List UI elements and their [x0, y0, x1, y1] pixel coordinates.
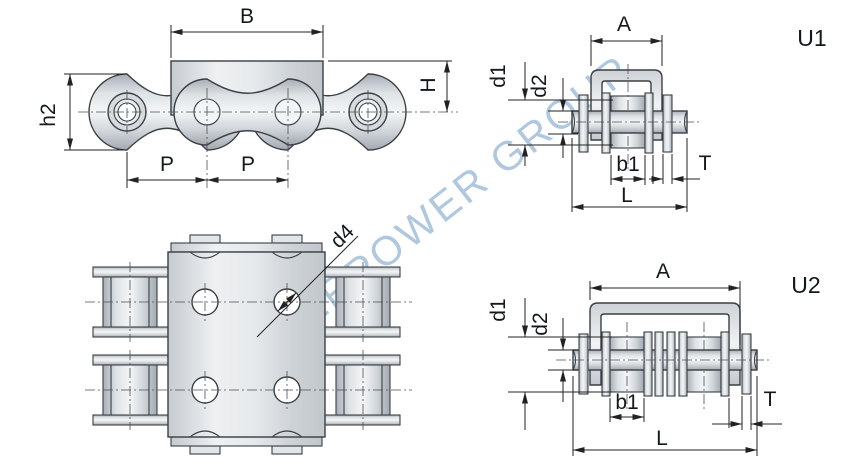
dim-label-T: T — [699, 152, 712, 175]
dim-label-b1: b1 — [615, 391, 638, 414]
dim-label-T: T — [764, 388, 777, 411]
dim-label-B: B — [240, 5, 254, 28]
u1-attachment-view: A d1 d2 b1 T — [487, 13, 827, 212]
dim-label-d2: d2 — [529, 312, 552, 335]
dim-label-H: H — [417, 77, 440, 92]
dim-label-d2: d2 — [528, 74, 551, 97]
view-title-u2: U2 — [791, 272, 820, 298]
dim-label-d4: d4 — [326, 220, 359, 253]
dim-label-d1: d1 — [487, 64, 510, 87]
left-rollers — [92, 266, 169, 426]
dim-label-b1: b1 — [616, 153, 639, 176]
dim-label-L: L — [621, 184, 633, 207]
dim-label-P-left: P — [160, 153, 174, 176]
dim-label-d1: d1 — [487, 298, 510, 321]
dim-label-L: L — [656, 427, 668, 450]
chain-side-view: B H h2 P P — [37, 5, 458, 188]
attachment-plate-plan — [167, 234, 326, 455]
dim-label-A: A — [617, 13, 631, 36]
view-title-u1: U1 — [797, 25, 826, 51]
dim-label-A: A — [656, 260, 670, 283]
u2-attachment-view: A d1 d2 b1 T — [487, 260, 821, 456]
chain-plan-view: d4 — [85, 220, 412, 455]
dim-label-h2: h2 — [37, 103, 60, 126]
right-rollers — [324, 266, 401, 426]
dim-label-P-right: P — [241, 153, 255, 176]
